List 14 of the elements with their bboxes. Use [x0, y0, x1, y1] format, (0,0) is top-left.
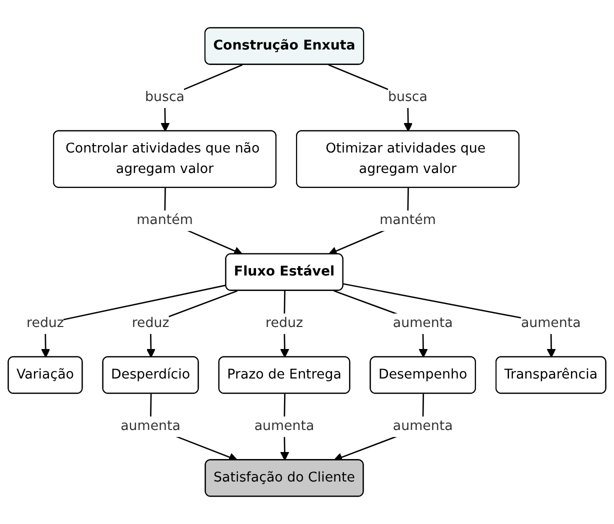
- edge-label: aumenta: [392, 418, 453, 434]
- edge-label: reduz: [26, 316, 64, 331]
- arrow: [343, 283, 556, 358]
- arrow: [41, 284, 226, 358]
- edge-label: busca: [388, 90, 428, 105]
- edge-label: busca: [144, 90, 185, 105]
- edge-label: aumenta: [392, 316, 453, 331]
- edge-label: aumenta: [254, 418, 314, 434]
- edge-label: reduz: [266, 316, 303, 331]
- edge-label: mantém: [380, 212, 436, 228]
- edge-label: mantém: [136, 212, 193, 228]
- edge-label: reduz: [132, 316, 170, 331]
- edge-label: aumenta: [120, 418, 180, 434]
- edge-label: aumenta: [520, 316, 581, 331]
